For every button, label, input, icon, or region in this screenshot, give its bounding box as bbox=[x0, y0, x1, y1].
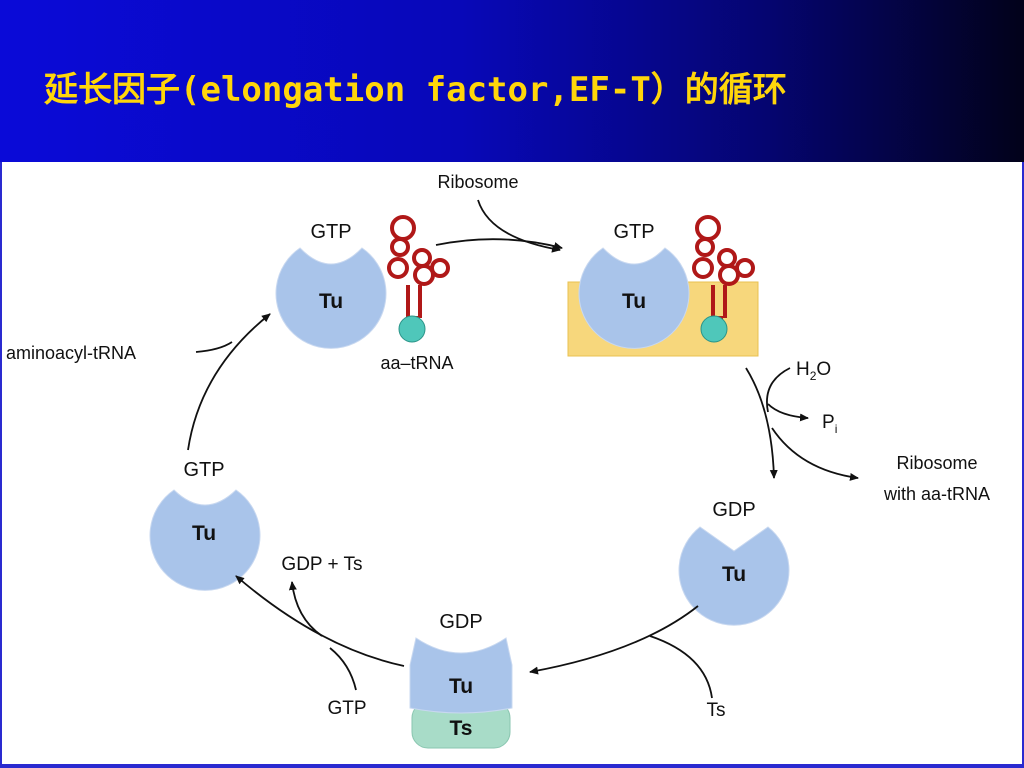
amino-acid-icon bbox=[398, 315, 426, 343]
frame-border-right bbox=[1022, 162, 1024, 768]
trna-icon bbox=[387, 215, 450, 320]
nucleotide-label: GDP bbox=[439, 611, 482, 633]
arrow-to-tu-ts bbox=[529, 605, 699, 675]
arrow-ribosome-output bbox=[771, 427, 859, 481]
h2o-label: H2O bbox=[796, 359, 831, 383]
ribosome-label: Ribosome bbox=[437, 172, 518, 192]
arrow-gtp-input bbox=[329, 647, 357, 691]
arrow-ts-input bbox=[649, 635, 713, 699]
frame-border-left bbox=[0, 162, 2, 768]
ts-label: Ts bbox=[450, 717, 473, 740]
arrow-to-ribosome bbox=[435, 238, 563, 250]
tu-label: Tu bbox=[319, 290, 343, 313]
arrow-to-tu-gtp bbox=[235, 575, 405, 667]
tu-label: Tu bbox=[192, 522, 216, 545]
tu-label: Tu bbox=[722, 563, 746, 586]
tu-gtp: GTP Tu bbox=[149, 459, 261, 591]
arrow-to-tu-gtp-aatrna bbox=[187, 313, 271, 451]
arrow-aminoacyl-input bbox=[195, 341, 233, 353]
gdp-ts-output-label: GDP + Ts bbox=[281, 554, 362, 575]
nucleotide-label: GTP bbox=[310, 221, 351, 243]
tu-protein bbox=[409, 637, 513, 714]
arrow-pi-output bbox=[767, 403, 809, 422]
ribosome-with-label: Ribosome bbox=[896, 453, 977, 473]
arrow-ribosome-input bbox=[477, 199, 561, 253]
ribosome-with-aatrna-label: with aa-tRNA bbox=[883, 484, 990, 504]
tu-label: Tu bbox=[622, 290, 646, 313]
ef-t-cycle-figure: GTP Tu aa–tRNA bbox=[0, 162, 1024, 768]
aminoacyl-trna-label: aminoacyl-tRNA bbox=[6, 343, 136, 363]
title-bar: 延长因子(elongation factor,EF-T）的循环 bbox=[0, 0, 1024, 162]
frame-border-bottom bbox=[0, 764, 1024, 768]
gtp-input-label: GTP bbox=[327, 698, 366, 719]
nucleotide-label: GDP bbox=[712, 499, 755, 521]
arrow-to-tu-gdp bbox=[745, 367, 778, 479]
ts-input-label: Ts bbox=[707, 700, 726, 721]
arrow-h2o-input bbox=[766, 367, 791, 413]
nucleotide-label: GTP bbox=[613, 221, 654, 243]
tu-ts-gdp-complex: Ts GDP Tu bbox=[409, 611, 513, 749]
tu-label: Tu bbox=[449, 675, 473, 698]
amino-acid-icon bbox=[700, 315, 728, 343]
tu-gtp-aatrna-complex: GTP Tu aa–tRNA bbox=[275, 215, 454, 373]
aa-trna-label: aa–tRNA bbox=[380, 353, 453, 373]
pi-label: Pi bbox=[822, 412, 837, 436]
tu-protein bbox=[678, 526, 790, 626]
tu-protein bbox=[578, 247, 690, 349]
cycle-arrows bbox=[187, 199, 859, 699]
arrow-gdp-ts-output bbox=[288, 581, 323, 637]
tu-protein bbox=[275, 247, 387, 349]
nucleotide-label: GTP bbox=[183, 459, 224, 481]
ribosome-bound-complex: GTP Tu bbox=[567, 215, 759, 357]
ef-t-cycle-diagram: GTP Tu aa–tRNA bbox=[6, 172, 990, 749]
slide-title: 延长因子(elongation factor,EF-T）的循环 bbox=[44, 70, 787, 110]
tu-gdp: GDP Tu bbox=[678, 499, 790, 626]
